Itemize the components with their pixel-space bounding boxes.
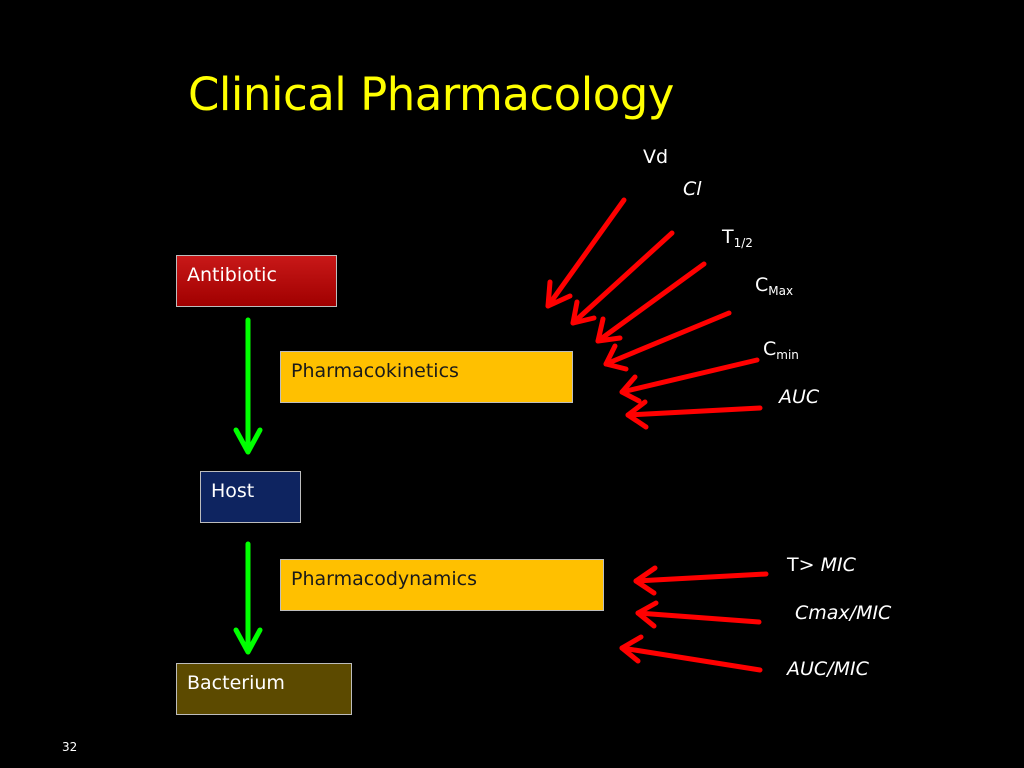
host-label: Host (211, 480, 255, 502)
pk-arrow-t-half (595, 261, 707, 344)
host-box: Host (200, 471, 301, 523)
param-cmin: Cmin (763, 338, 799, 362)
param-cmin-sub: min (776, 348, 799, 362)
antibiotic-box: Antibiotic (176, 255, 337, 307)
param-cmin-base: C (763, 338, 777, 360)
pharmacokinetics-box: Pharmacokinetics (280, 351, 573, 403)
param-t-half-base: T (722, 226, 734, 248)
param-cmax: CMax (755, 274, 793, 298)
param-t-half-sub: 1/2 (733, 236, 753, 250)
pharmacodynamics-box: Pharmacodynamics (280, 559, 604, 611)
antibiotic-label: Antibiotic (187, 264, 277, 286)
param-cmax-base: C (755, 274, 769, 296)
param-cmax-sub: Max (768, 284, 794, 298)
param-vd: Vd (643, 146, 669, 168)
param-cl: Cl (683, 178, 702, 200)
flow-arrow-host-to-bacterium (233, 541, 263, 655)
param-cmax-mic: Cmax/MIC (795, 602, 892, 624)
flow-arrow-antibiotic-to-host (233, 317, 263, 455)
pd-arrow-cmax-mic (635, 600, 762, 629)
pharmacokinetics-label: Pharmacokinetics (291, 360, 459, 382)
pk-arrow-vd (545, 197, 627, 309)
pharmacodynamics-label: Pharmacodynamics (291, 568, 477, 590)
param-auc: AUC (779, 386, 820, 408)
param-t-half: T1/2 (722, 226, 753, 250)
pk-arrow-auc (625, 399, 763, 430)
param-t-mic-prefix: T> (787, 554, 821, 576)
param-auc-mic: AUC/MIC (787, 658, 869, 680)
pk-arrow-cmin (619, 357, 760, 404)
pd-arrow-t-mic (633, 565, 769, 596)
bacterium-label: Bacterium (187, 672, 285, 694)
pk-arrow-cmax (603, 310, 732, 372)
pd-arrow-auc-mic (619, 634, 763, 673)
slide-title: Clinical Pharmacology (188, 68, 674, 121)
page-number: 32 (62, 740, 78, 754)
pk-arrow-cl (570, 230, 675, 326)
param-t-mic-italic: MIC (820, 554, 856, 576)
param-t-mic: T> MIC (787, 554, 856, 576)
bacterium-box: Bacterium (176, 663, 352, 715)
